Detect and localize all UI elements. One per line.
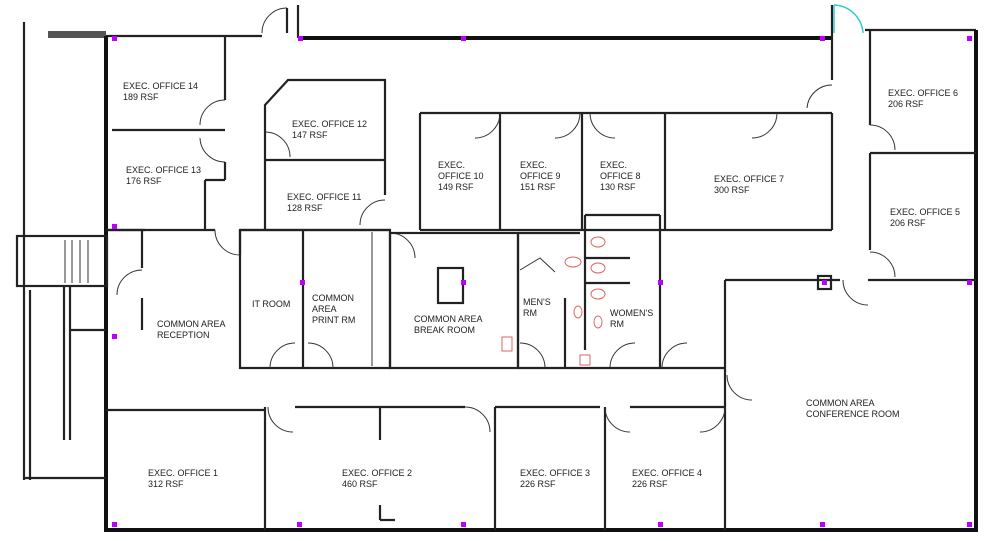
room-print: COMMON AREA PRINT RM bbox=[312, 293, 356, 325]
room-it: IT ROOM bbox=[252, 299, 291, 309]
interior-walls bbox=[106, 30, 976, 530]
room-break: COMMON AREA BREAK ROOM bbox=[414, 314, 483, 335]
room-reception: COMMON AREA RECEPTION bbox=[157, 319, 226, 340]
room-conference: COMMON AREA CONFERENCE ROOM bbox=[806, 398, 900, 419]
exterior-walls bbox=[15, 4, 978, 532]
room-womens: WOMEN'S RM bbox=[610, 308, 654, 329]
room-mens: MEN'S RM bbox=[523, 297, 551, 318]
